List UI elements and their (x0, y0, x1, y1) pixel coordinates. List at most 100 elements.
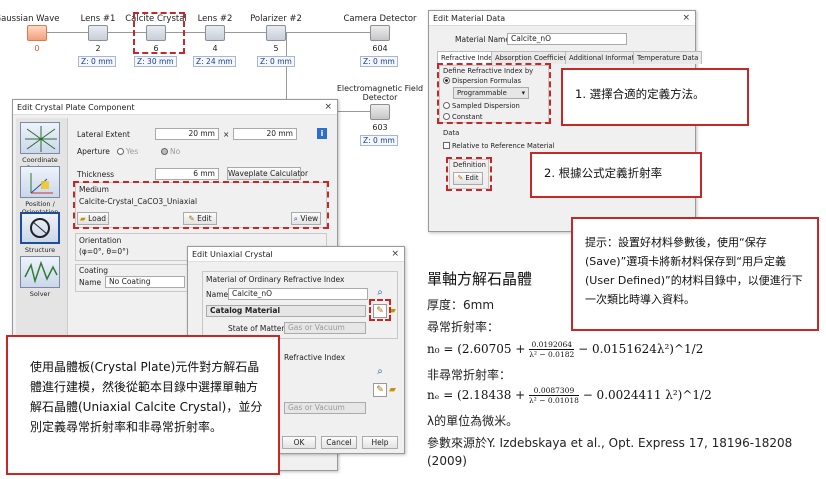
coating-name-field[interactable]: No Coating (105, 276, 185, 288)
info-icon[interactable]: i (317, 128, 327, 139)
z-position-badge[interactable]: Z: 0 mm (78, 56, 116, 67)
aperture-yes-radio[interactable]: Yes (117, 147, 138, 156)
constant-radio[interactable]: Constant (443, 113, 483, 121)
callout-step-1: 1. 選擇合適的定義方法。 (561, 68, 749, 126)
medium-value: Calcite-Crystal_CaCO3_Uniaxial (79, 197, 198, 206)
load-button[interactable]: ▰ Load (77, 212, 109, 225)
highlight-box (437, 63, 551, 124)
ordinary-label: Material of Ordinary Refractive Index (206, 275, 345, 284)
em-field-detector-node[interactable] (370, 104, 390, 120)
help-button[interactable]: Help (362, 436, 398, 449)
material-name-field[interactable]: Calcite_nO (228, 288, 368, 300)
edit-button[interactable]: ✎ Edit (183, 212, 217, 225)
dispersion-formulas-radio[interactable]: Dispersion Formulas (443, 77, 521, 85)
ok-button[interactable]: OK (282, 436, 316, 449)
definition-edit-button[interactable]: ✎ Edit (453, 172, 483, 185)
z-position-badge[interactable]: Z: 24 mm (193, 56, 236, 67)
node-number: 2 (95, 44, 101, 53)
info-source: 參數來源於Y. Izdebskaya et al., Opt. Express … (427, 436, 793, 468)
sampled-dispersion-radio[interactable]: Sampled Dispersion (443, 102, 520, 110)
calcite-crystal-node[interactable] (146, 25, 166, 41)
lateral-x-field[interactable]: 20 mm (155, 128, 219, 140)
node-label: Lens #1 (80, 14, 116, 24)
callout-step-2: 2. 根據公式定義折射率 (530, 152, 702, 198)
waveplate-calculator-button[interactable]: Waveplate Calculator (227, 167, 309, 180)
coordinate-grid-icon (20, 122, 60, 154)
thickness-label: Thickness (77, 170, 115, 179)
close-icon[interactable]: × (324, 102, 332, 112)
highlight-box (446, 157, 492, 191)
node-label: Electromagnetic Field Detector (336, 84, 424, 102)
search-icon[interactable]: ⌕ (377, 366, 383, 377)
dialog-title: Edit Material Data (433, 14, 506, 23)
medium-label: Medium (79, 185, 109, 194)
folder-icon[interactable]: ▰ (389, 385, 396, 395)
times-sign: × (223, 130, 230, 139)
sidebar-item-coordinate-systems[interactable]: Coordinate Systems (17, 122, 63, 172)
connection-wire (286, 32, 370, 33)
connection-wire (225, 32, 270, 33)
state-of-matter-select[interactable]: Gas or Vacuum (284, 322, 366, 334)
lateral-extent-label: Lateral Extent (77, 130, 130, 139)
dialog-title: Edit Crystal Plate Component (17, 103, 135, 112)
position-axes-icon (20, 166, 60, 198)
node-number: 603 (372, 123, 388, 132)
sidebar-item-solver[interactable]: Solver (17, 256, 63, 298)
node-label: Polarizer #2 (250, 14, 302, 24)
edit-pencil-icon[interactable]: ✎ (373, 383, 387, 397)
search-icon[interactable]: ⌕ (377, 287, 383, 298)
orientation-label: Orientation (79, 236, 122, 245)
node-label: Lens #2 (197, 14, 233, 24)
gaussian-wave-node[interactable] (27, 25, 47, 41)
z-position-badge[interactable]: Z: 30 mm (134, 56, 177, 67)
state-of-matter-select[interactable]: Gas or Vacuum (284, 402, 366, 414)
z-position-badge[interactable]: Z: 0 mm (360, 135, 398, 146)
connection-wire (108, 32, 150, 33)
polarizer-2-node[interactable] (266, 25, 286, 41)
data-label: Data (443, 129, 460, 137)
close-icon[interactable]: × (391, 249, 399, 259)
info-extraordinary-label: 非尋常折射率： (427, 368, 512, 382)
node-number: 0 (34, 44, 40, 53)
cancel-button[interactable]: Cancel (321, 436, 357, 449)
highlight-box (133, 12, 185, 54)
connection-wire (166, 32, 209, 33)
highlight-box (369, 299, 391, 321)
material-name-field[interactable]: Calcite_nO (507, 33, 627, 45)
lens-2-node[interactable] (205, 25, 225, 41)
structure-icon (20, 212, 60, 244)
view-button[interactable]: ⌕ View (291, 212, 321, 225)
material-name-label: Material Name (455, 35, 510, 44)
edit-pencil-icon[interactable]: ✎ (373, 304, 387, 318)
relative-reference-checkbox[interactable]: Relative to Reference Material (443, 142, 555, 150)
extraordinary-label: Refractive Index (284, 353, 346, 362)
sidebar-item-structure[interactable]: Structure (17, 212, 63, 254)
z-position-badge[interactable]: Z: 0 mm (257, 56, 295, 67)
tab-bar: Refractive Index Absorption Coefficient … (437, 51, 703, 65)
state-of-matter-label: State of Matter (228, 324, 285, 333)
coating-name-label: Name (79, 278, 102, 287)
z-position-badge[interactable]: Z: 0 mm (360, 56, 398, 67)
define-by-label: Define Refractive Index by (443, 67, 534, 75)
formula-type-select[interactable]: Programmable▾ (453, 87, 529, 99)
lens-1-node[interactable] (88, 25, 108, 41)
thickness-field[interactable]: 6 mm (155, 168, 219, 180)
node-number: 4 (212, 44, 218, 53)
sidebar-item-position[interactable]: Position / Orientation (17, 166, 63, 216)
solver-wave-icon (20, 256, 60, 288)
node-label: Calcite Crystal (125, 14, 187, 24)
tab-temperature[interactable]: Temperature Data (633, 51, 703, 64)
aperture-no-radio[interactable]: No (161, 147, 180, 156)
close-icon[interactable]: × (682, 13, 690, 23)
aperture-label: Aperture (77, 147, 110, 156)
catalog-material-select[interactable]: Catalog Material (206, 305, 366, 317)
node-number: 604 (372, 44, 388, 53)
lateral-y-field[interactable]: 20 mm (233, 128, 297, 140)
node-label: Gaussian Wave (0, 14, 60, 24)
folder-icon[interactable]: ▰ (389, 306, 396, 316)
info-ordinary-label: 尋常折射率： (427, 320, 500, 334)
camera-detector-node[interactable] (370, 25, 390, 41)
name-label: Name (206, 290, 229, 299)
